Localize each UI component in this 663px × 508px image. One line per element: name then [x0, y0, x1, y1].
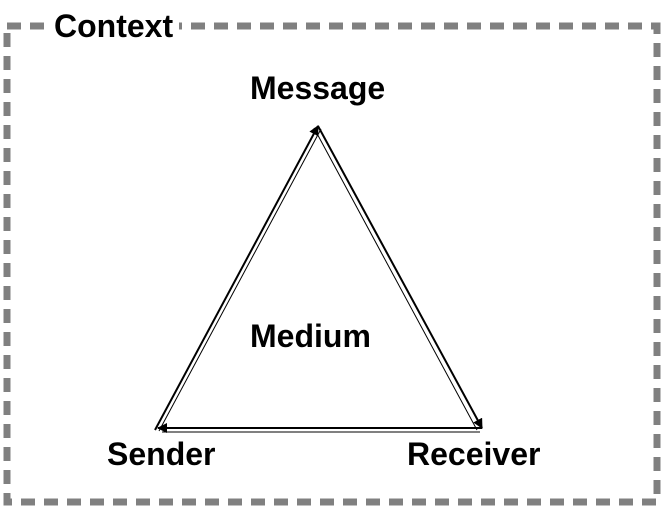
receiver-label: Receiver: [407, 436, 541, 472]
medium-label: Medium: [250, 318, 371, 354]
arrow-message-to-receiver: [317, 125, 483, 429]
context-frame: [3, 22, 661, 506]
arrow-message-to-receiver-shadow: [313, 127, 478, 431]
context-label: Context: [52, 10, 180, 42]
message-label: Message: [250, 70, 386, 106]
arrow-sender-to-message-shadow: [158, 128, 322, 432]
arrow-sender-to-message: [154, 125, 319, 431]
sender-label: Sender: [107, 436, 216, 472]
